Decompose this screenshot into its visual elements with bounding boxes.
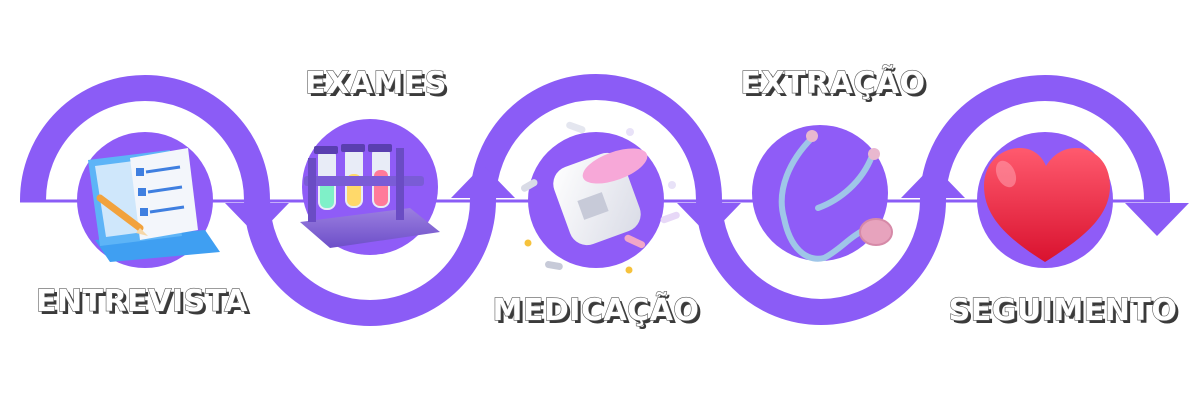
flow-arrow-heads <box>225 165 1189 236</box>
label-medicacao: MEDICAÇÃO <box>493 291 700 328</box>
arrow-head-4 <box>901 165 965 198</box>
arrow-head-3 <box>677 203 741 236</box>
arrow-head-1 <box>225 203 289 236</box>
arrow-head-5 <box>1125 203 1189 236</box>
clipboard-laptop-icon <box>88 148 220 262</box>
label-seguimento-shadow: SEGUIMENTO <box>952 296 1181 331</box>
label-extracao-shadow: EXTRAÇÃO <box>743 67 928 104</box>
test-tubes-icon <box>300 144 440 248</box>
label-medicacao-shadow: MEDICAÇÃO <box>496 294 703 331</box>
heart-icon <box>984 148 1110 262</box>
arrow-head-2 <box>451 165 515 198</box>
label-extracao: EXTRAÇÃO <box>740 64 925 101</box>
step-labels: ENTREVISTA ENTREVISTA EXAMES EXAMES MEDI… <box>35 63 1181 331</box>
label-exames: EXAMES <box>305 66 447 101</box>
label-entrevista: ENTREVISTA <box>36 284 248 319</box>
pill-jar-icon <box>520 121 680 274</box>
label-entrevista-shadow: ENTREVISTA <box>39 287 251 322</box>
stethoscope-icon <box>778 130 893 262</box>
flow-ribbon <box>20 74 1170 326</box>
label-exames-shadow: EXAMES <box>308 69 450 104</box>
label-seguimento: SEGUIMENTO <box>949 293 1178 328</box>
